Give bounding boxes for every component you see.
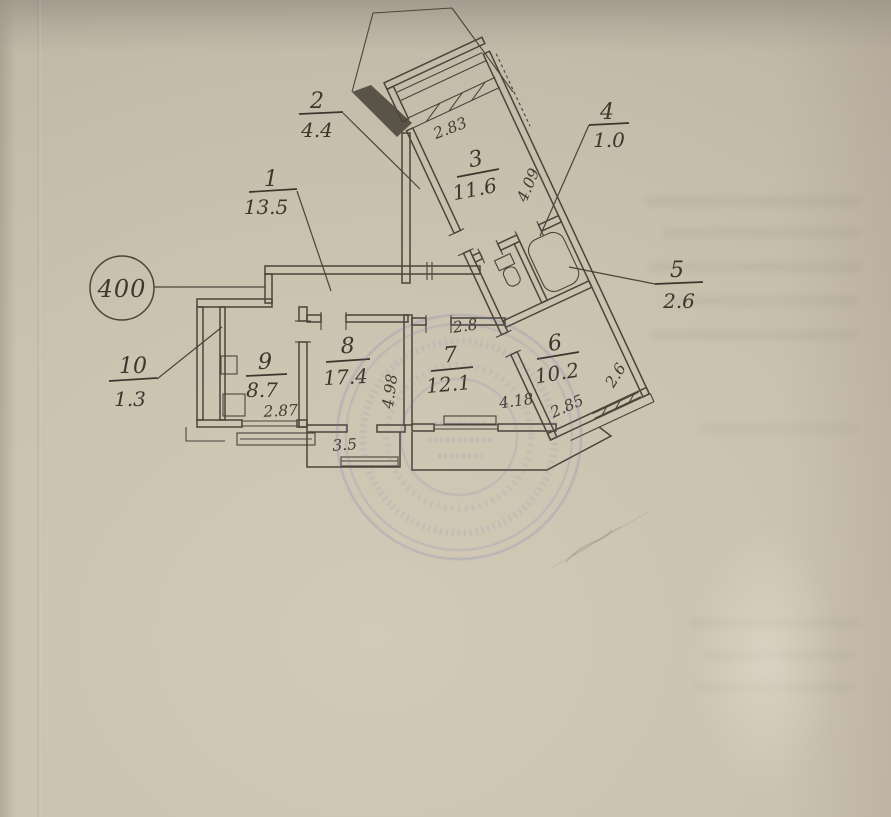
- room-8-area: 17.4: [323, 364, 369, 390]
- room-10-area: 1.3: [114, 387, 146, 411]
- room-2-area: 4.4: [300, 118, 333, 142]
- room-10-number: 10: [119, 354, 147, 379]
- walls-main-block: [185, 132, 557, 446]
- counter: [220, 355, 238, 375]
- toilet-tank: [493, 252, 516, 272]
- stamp-ring-text-inner: [384, 362, 534, 512]
- dim-room6-width: 2.6: [601, 360, 630, 391]
- dim-room3-width: 2.83: [430, 114, 470, 144]
- room-4-area: 1.0: [593, 128, 625, 152]
- dimension-labels: 2.83 4.09 2.8 4.18 2.85 2.6 2.87 3.5 4.9…: [262, 114, 630, 455]
- scale-badge-text: 400: [97, 275, 147, 303]
- dim-kitchen-width: 2.87: [262, 401, 299, 421]
- room-9-number: 9: [258, 350, 272, 375]
- dim-room8-depth: 4.98: [379, 373, 402, 411]
- room-2-number: 2: [309, 89, 324, 114]
- room-4-number: 4: [599, 100, 614, 125]
- window-ledge: [236, 432, 316, 446]
- dim-room7-depth: 4.18: [497, 390, 535, 413]
- entry-step: [185, 427, 225, 442]
- dim-loggia: 3.5: [332, 435, 358, 455]
- room3-window: [407, 76, 501, 129]
- room-1-area: 13.5: [244, 195, 289, 219]
- dim-room7-width: 2.8: [451, 315, 479, 336]
- plan-ink: 400 1 13.5 2 4.4 3 11.6 4: [89, 7, 704, 471]
- room-5-area: 2.6: [662, 289, 695, 313]
- room-3-area: 11.6: [451, 173, 500, 205]
- balcony-outline: [411, 426, 613, 471]
- bathtub: [527, 231, 580, 292]
- stove: [222, 393, 246, 417]
- room-3-number: 3: [467, 146, 486, 173]
- ink-stamp: [336, 314, 582, 560]
- room-8-number: 8: [340, 334, 355, 360]
- stamp-ring-text: [359, 337, 559, 537]
- loggia-outline: [306, 432, 401, 468]
- solid-wall-block: [352, 85, 412, 137]
- diagonal-wing: [383, 36, 655, 441]
- toilet-bowl: [502, 266, 521, 287]
- scale-badge: 400: [89, 255, 265, 321]
- top-outline: [351, 7, 514, 137]
- room-1-number: 1: [264, 167, 278, 192]
- room-5-number: 5: [670, 258, 684, 283]
- dim-room3-depth: 4.09: [513, 166, 543, 206]
- room6-window: [592, 391, 641, 419]
- room-6-number: 6: [546, 330, 564, 357]
- room-7-number: 7: [442, 342, 458, 368]
- room-9-area: 8.7: [246, 378, 278, 402]
- pencil-scribble: [552, 511, 649, 568]
- kitchen-fixtures: [220, 355, 246, 417]
- stamp-center-text: [428, 422, 492, 458]
- room-7-area: 12.1: [425, 370, 471, 398]
